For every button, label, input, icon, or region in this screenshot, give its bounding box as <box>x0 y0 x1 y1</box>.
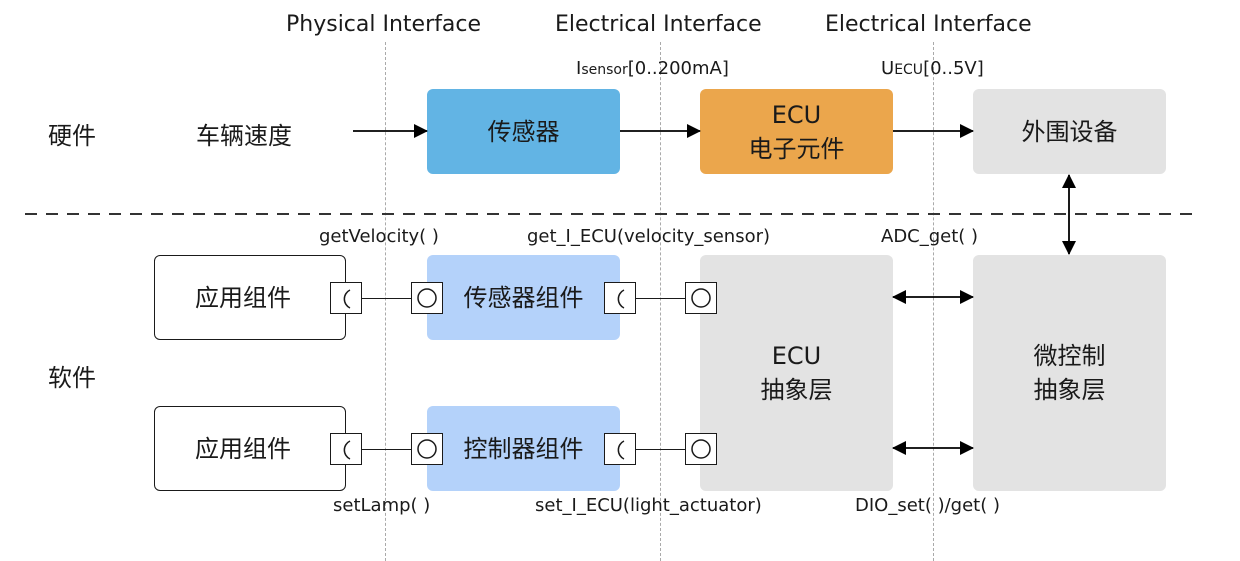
connector-get-i-ecu <box>636 298 685 299</box>
sensor-hardware-label: 传感器 <box>487 117 560 146</box>
row-label-software: 软件 <box>48 364 96 392</box>
ecu-abstraction-line1: ECU <box>771 342 822 370</box>
provided-port-icon[interactable] <box>685 433 717 465</box>
required-port-icon[interactable] <box>330 433 362 465</box>
vehicle-speed-label: 车辆速度 <box>196 122 292 150</box>
required-port-icon[interactable] <box>330 282 362 314</box>
app-component-box-1[interactable]: 应用组件 <box>154 255 346 340</box>
sensor-hardware-box[interactable]: 传感器 <box>427 89 620 174</box>
mcu-abstraction-line1: 微控制 <box>1033 342 1106 370</box>
physical-interface-divider <box>385 42 386 561</box>
ecu-electronics-line1: ECU <box>771 100 822 129</box>
controller-component-label: 控制器组件 <box>463 434 584 463</box>
electrical-interface-divider-2 <box>933 42 934 561</box>
peripheral-device-label: 外围设备 <box>1021 117 1118 146</box>
provided-port-icon[interactable] <box>411 282 443 314</box>
uecu-subscript: ECU <box>894 62 924 78</box>
ecu-abstraction-line2: 抽象层 <box>760 376 833 404</box>
signal-isensor: Isensor[0..200mA] <box>576 58 729 79</box>
isensor-subscript: sensor <box>581 62 628 78</box>
signal-uecu: UECU[0..5V] <box>881 58 984 79</box>
connector-getvelocity <box>362 298 411 299</box>
mcu-abstraction-line2: 抽象层 <box>1033 376 1106 404</box>
peripheral-device-box[interactable]: 外围设备 <box>973 89 1166 174</box>
interface-setlamp: setLamp( ) <box>333 495 431 516</box>
uecu-symbol: U <box>881 58 895 79</box>
sensor-component-label: 传感器组件 <box>463 283 584 312</box>
interface-adc-get: ADC_get( ) <box>881 226 979 247</box>
provided-port-icon[interactable] <box>685 282 717 314</box>
interface-getvelocity: getVelocity( ) <box>319 226 439 247</box>
ecu-abstraction-layer-box[interactable]: ECU 抽象层 <box>700 255 893 491</box>
isensor-symbol: I <box>576 58 582 79</box>
provided-port-icon[interactable] <box>411 433 443 465</box>
app-component-label-2: 应用组件 <box>195 434 291 463</box>
app-component-box-2[interactable]: 应用组件 <box>154 406 346 491</box>
connector-set-i-ecu <box>636 449 685 450</box>
required-port-icon[interactable] <box>604 433 636 465</box>
app-component-label-1: 应用组件 <box>195 283 291 312</box>
interface-set-i-ecu: set_I_ECU(light_actuator) <box>535 495 762 516</box>
connector-setlamp <box>362 449 411 450</box>
uecu-range: [0..5V] <box>923 58 984 79</box>
sensor-component-box[interactable]: 传感器组件 <box>427 255 620 340</box>
interface-dio-set-get: DIO_set( )/get( ) <box>855 495 1001 516</box>
row-label-hardware: 硬件 <box>48 122 96 150</box>
electrical-interface-divider-1 <box>660 42 661 561</box>
mcu-abstraction-layer-box[interactable]: 微控制 抽象层 <box>973 255 1166 491</box>
interface-get-i-ecu: get_I_ECU(velocity_sensor) <box>527 226 771 247</box>
required-port-icon[interactable] <box>604 282 636 314</box>
isensor-range: [0..200mA] <box>627 58 729 79</box>
ecu-electronics-line2: 电子元件 <box>748 134 845 163</box>
header-electrical-interface-1: Electrical Interface <box>555 12 762 37</box>
header-electrical-interface-2: Electrical Interface <box>825 12 1032 37</box>
ecu-electronics-box[interactable]: ECU 电子元件 <box>700 89 893 174</box>
header-physical-interface: Physical Interface <box>286 12 481 37</box>
controller-component-box[interactable]: 控制器组件 <box>427 406 620 491</box>
